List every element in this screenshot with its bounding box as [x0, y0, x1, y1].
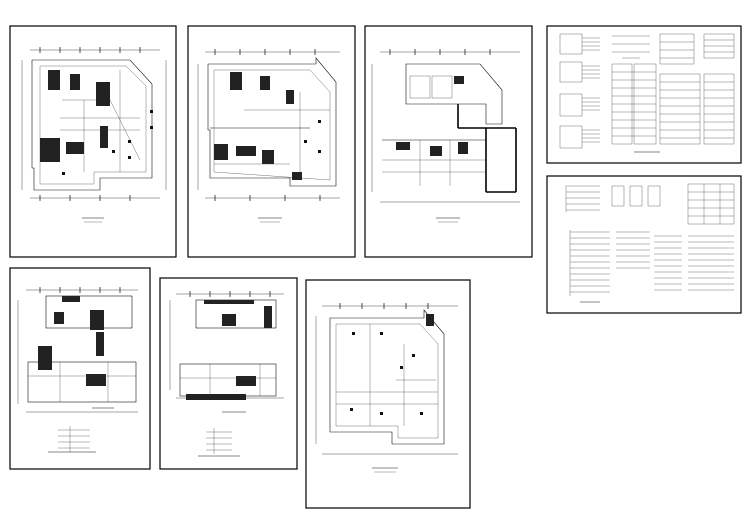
- sheet-plan-3[interactable]: [364, 25, 533, 258]
- sheet-schedule-2[interactable]: [546, 175, 742, 314]
- sheet-plan-5[interactable]: [159, 277, 298, 470]
- sheet-plan-1[interactable]: [9, 25, 177, 258]
- sheet-plan-2[interactable]: [187, 25, 356, 258]
- sheet-schedule-1[interactable]: [546, 25, 742, 164]
- sheet-plan-6[interactable]: [305, 279, 471, 509]
- sheet-plan-4[interactable]: [9, 267, 151, 470]
